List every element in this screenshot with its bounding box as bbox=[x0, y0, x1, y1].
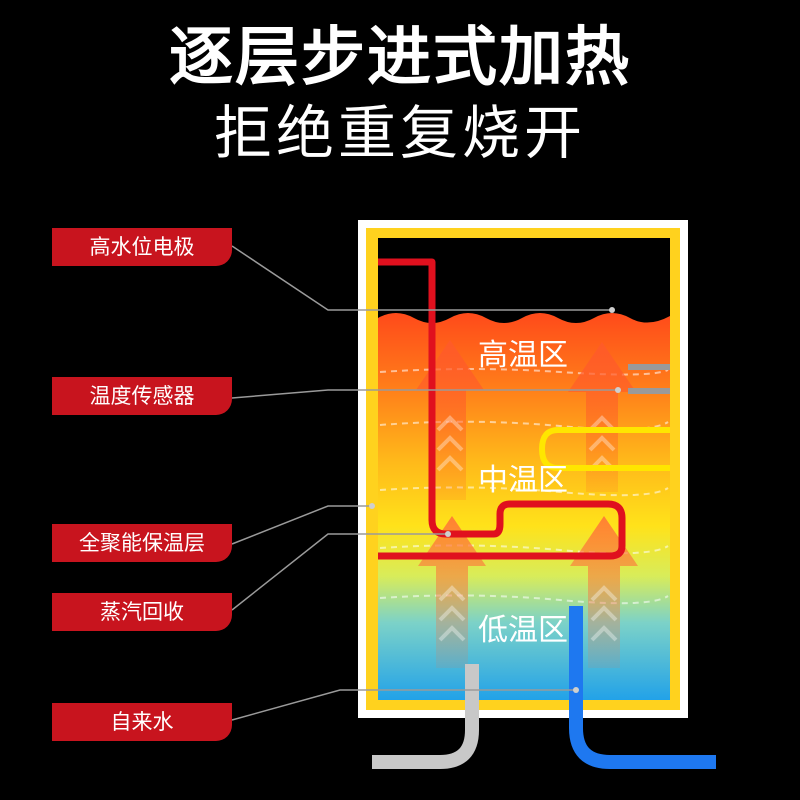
yellow-heating-coil bbox=[538, 427, 670, 471]
label-steam: 蒸汽回收 bbox=[52, 593, 232, 631]
page-title: 逐层步进式加热 bbox=[169, 21, 631, 95]
sensor-bar bbox=[628, 364, 670, 370]
label-electrode: 高水位电极 bbox=[52, 228, 232, 266]
sensor-bar bbox=[628, 388, 670, 394]
label-inlet: 自来水 bbox=[52, 703, 232, 741]
zone-label-high: 高温区 bbox=[478, 338, 568, 373]
leader-lines bbox=[231, 245, 618, 721]
label-sensor: 温度传感器 bbox=[52, 377, 232, 415]
leader-dots bbox=[369, 307, 621, 693]
blue-outlet-pipe bbox=[569, 606, 716, 769]
grey-inlet-pipe bbox=[372, 664, 479, 769]
arrow-shape bbox=[568, 342, 636, 492]
zone-label-low: 低温区 bbox=[478, 613, 568, 648]
label-insulation: 全聚能保温层 bbox=[52, 524, 232, 562]
page-subtitle: 拒绝重复烧开 bbox=[213, 99, 586, 167]
zone-label-mid: 中温区 bbox=[478, 463, 568, 498]
